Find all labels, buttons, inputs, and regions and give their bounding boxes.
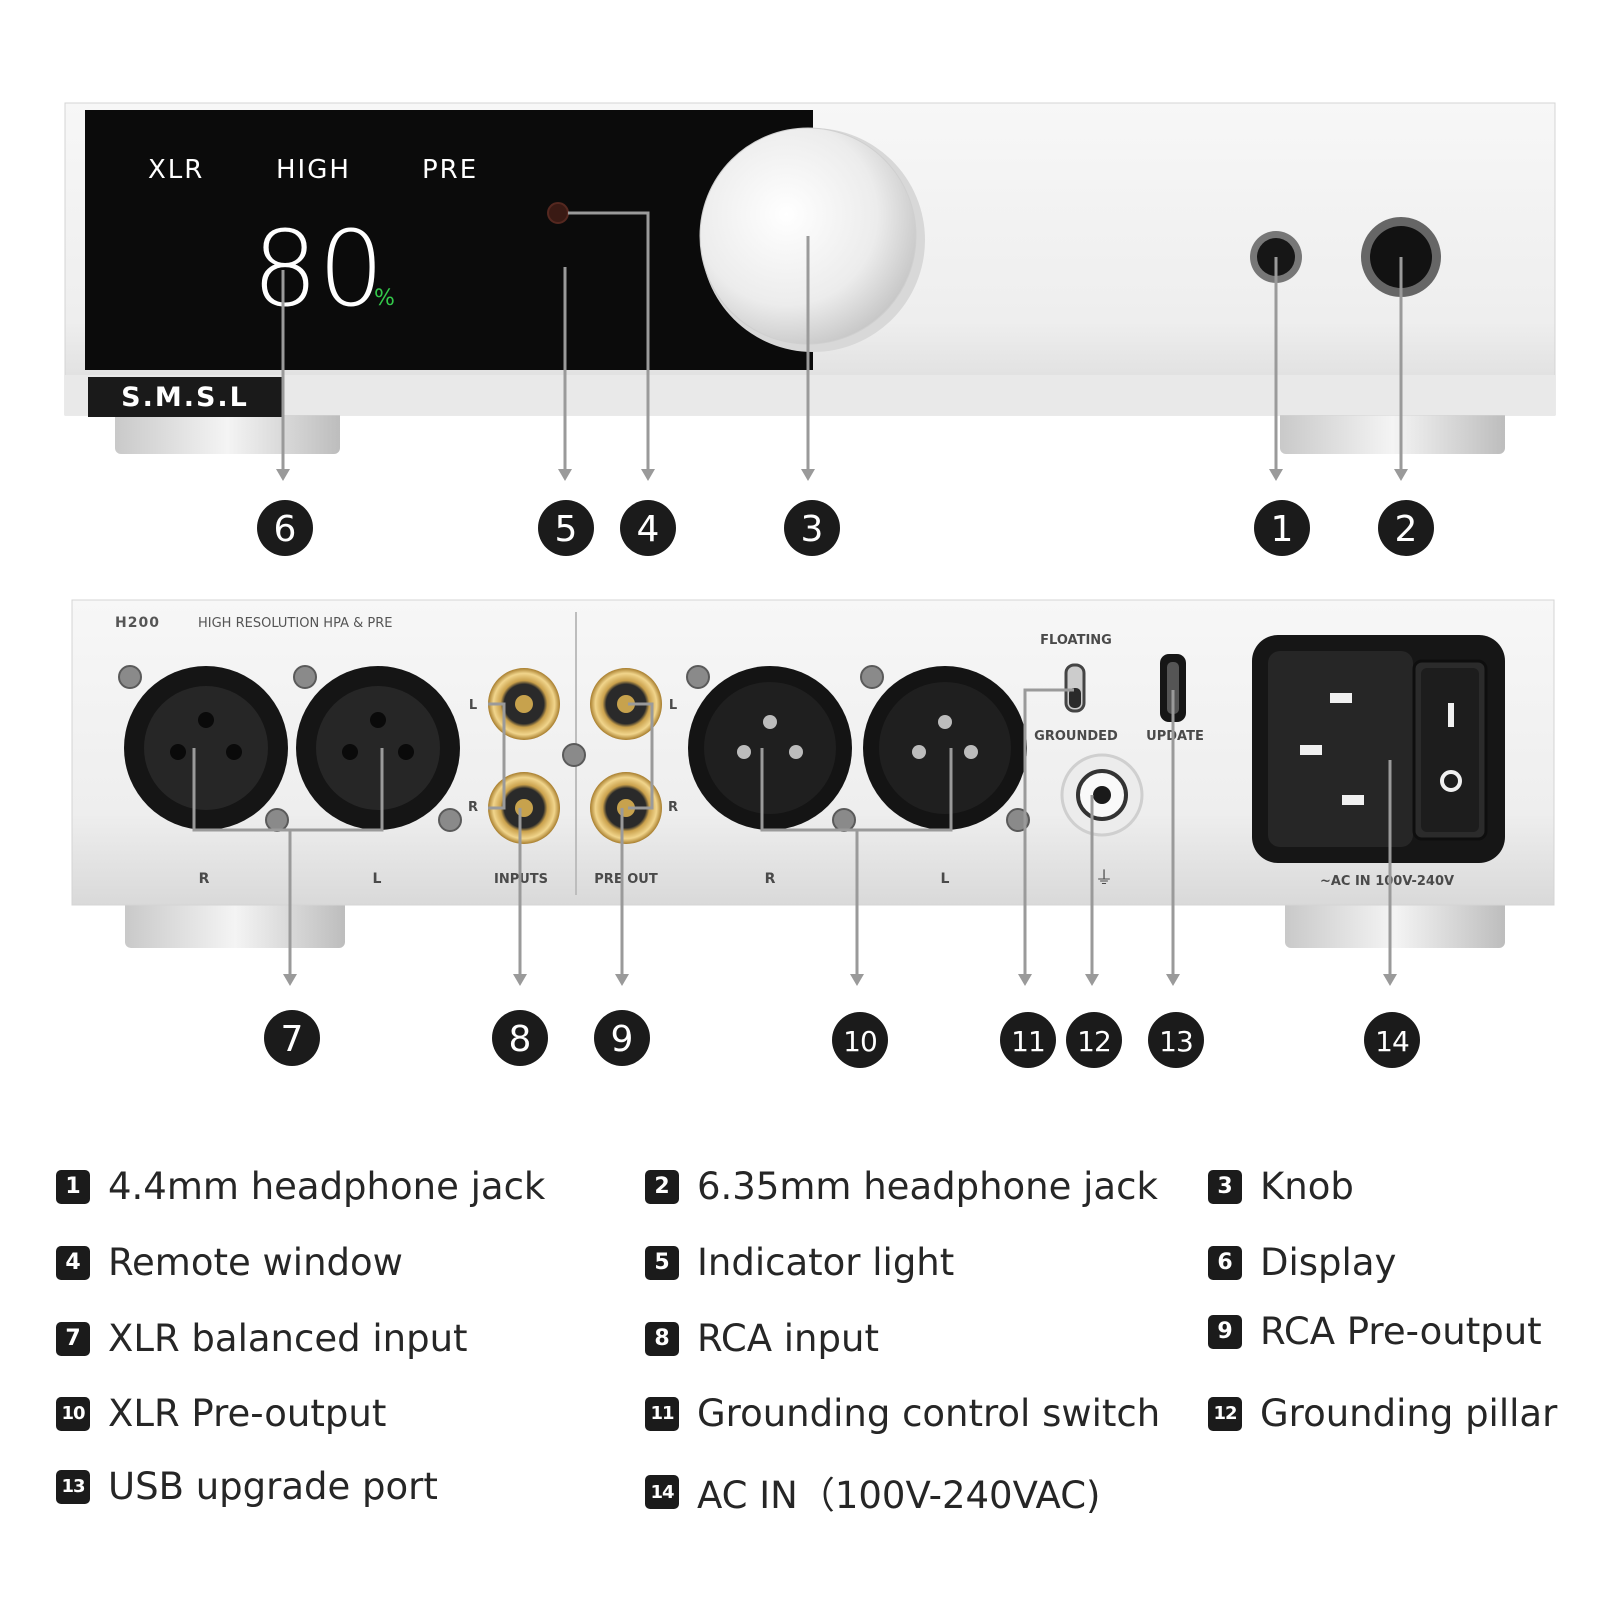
front-callout-lines bbox=[281, 211, 1403, 475]
rear-model-mark: H200 bbox=[115, 615, 160, 631]
svg-text:4: 4 bbox=[637, 509, 660, 550]
xlr-input-right[interactable] bbox=[124, 666, 288, 830]
svg-text:9: 9 bbox=[611, 1019, 634, 1060]
label-update: UPDATE bbox=[1146, 729, 1204, 744]
callout-badge-7: 7 bbox=[264, 1010, 320, 1066]
display-indicator-gain: HIGH bbox=[276, 155, 351, 185]
svg-text:11: 11 bbox=[1011, 1025, 1045, 1058]
svg-text:8: 8 bbox=[509, 1019, 532, 1060]
display-indicator-mode: PRE bbox=[422, 155, 478, 185]
xlr-input-left[interactable] bbox=[296, 666, 460, 830]
svg-text:6: 6 bbox=[274, 509, 297, 550]
callout-badge-2: 2 bbox=[1378, 500, 1434, 556]
callout-badge-6: 6 bbox=[257, 500, 313, 556]
remote-window bbox=[547, 202, 569, 224]
svg-text:5: 5 bbox=[555, 509, 578, 550]
logo-plate bbox=[88, 377, 283, 417]
label-rca-right: R bbox=[468, 800, 478, 815]
rear-foot-left bbox=[125, 900, 345, 948]
front-foot-right bbox=[1280, 410, 1505, 454]
display-volume-unit: % bbox=[374, 286, 395, 311]
label-ac-in: ~AC IN 100V-240V bbox=[1320, 874, 1454, 889]
power-switch[interactable] bbox=[1412, 659, 1488, 841]
svg-text:13: 13 bbox=[1159, 1025, 1193, 1058]
label-xlr-out-left: L bbox=[941, 871, 950, 887]
usb-update-port[interactable] bbox=[1160, 654, 1186, 722]
rear-model-tagline: HIGH RESOLUTION HPA & PRE bbox=[198, 616, 392, 631]
rca-preout-left[interactable] bbox=[590, 668, 662, 740]
svg-text:12: 12 bbox=[1077, 1025, 1111, 1058]
label-preout-right: R bbox=[668, 800, 678, 815]
label-preout-left: L bbox=[669, 698, 677, 713]
callout-badge-1: 1 bbox=[1254, 500, 1310, 556]
label-xlr-out-right: R bbox=[765, 871, 776, 887]
front-callout-arrows bbox=[276, 469, 1408, 481]
callout-badge-5: 5 bbox=[538, 500, 594, 556]
rca-preout-right[interactable] bbox=[590, 772, 662, 844]
svg-text:14: 14 bbox=[1375, 1025, 1409, 1058]
xlr-preout-left[interactable] bbox=[863, 666, 1027, 830]
callout-badge-9: 9 bbox=[594, 1010, 650, 1066]
front-panel: S.M.S.L XLR HIGH PRE 80 % bbox=[64, 102, 1556, 454]
svg-text:3: 3 bbox=[801, 509, 824, 550]
label-xlr-in-left: L bbox=[373, 871, 382, 887]
front-lower-band bbox=[65, 375, 1555, 415]
label-xlr-in-right: R bbox=[199, 871, 210, 887]
svg-text:2: 2 bbox=[1395, 509, 1418, 550]
display-volume-value: 80 bbox=[252, 208, 384, 330]
callout-badge-10: 10 bbox=[832, 1012, 888, 1068]
ground-switch[interactable] bbox=[1064, 663, 1086, 713]
rear-callout-arrows bbox=[283, 974, 1397, 986]
rear-foot-right bbox=[1285, 900, 1505, 948]
rear-callout-lines bbox=[192, 688, 1392, 980]
label-grounded: GROUNDED bbox=[1034, 729, 1118, 744]
label-pre-out: PRE OUT bbox=[594, 872, 658, 887]
rca-input-left[interactable] bbox=[488, 668, 560, 740]
display-screen bbox=[85, 110, 813, 370]
label-floating: FLOATING bbox=[1040, 633, 1112, 648]
ground-pillar[interactable] bbox=[1060, 753, 1144, 837]
callout-badge-3: 3 bbox=[784, 500, 840, 556]
rear-panel: H200 HIGH RESOLUTION HPA & PRE bbox=[71, 599, 1555, 948]
callout-badge-11: 11 bbox=[1000, 1012, 1056, 1068]
label-ground-symbol: ⏚ bbox=[1095, 868, 1113, 889]
smsl-logo: S.M.S.L bbox=[121, 382, 249, 413]
xlr-preout-right[interactable] bbox=[688, 666, 852, 830]
callout-badge-12: 12 bbox=[1066, 1012, 1122, 1068]
callout-badge-8: 8 bbox=[492, 1010, 548, 1066]
label-rca-left: L bbox=[469, 698, 477, 713]
display-indicator-xlr: XLR bbox=[148, 155, 204, 185]
callout-badge-4: 4 bbox=[620, 500, 676, 556]
svg-text:10: 10 bbox=[843, 1025, 877, 1058]
svg-text:1: 1 bbox=[1271, 509, 1294, 550]
callout-badge-14: 14 bbox=[1364, 1012, 1420, 1068]
svg-text:7: 7 bbox=[281, 1019, 304, 1060]
callout-badge-13: 13 bbox=[1148, 1012, 1204, 1068]
